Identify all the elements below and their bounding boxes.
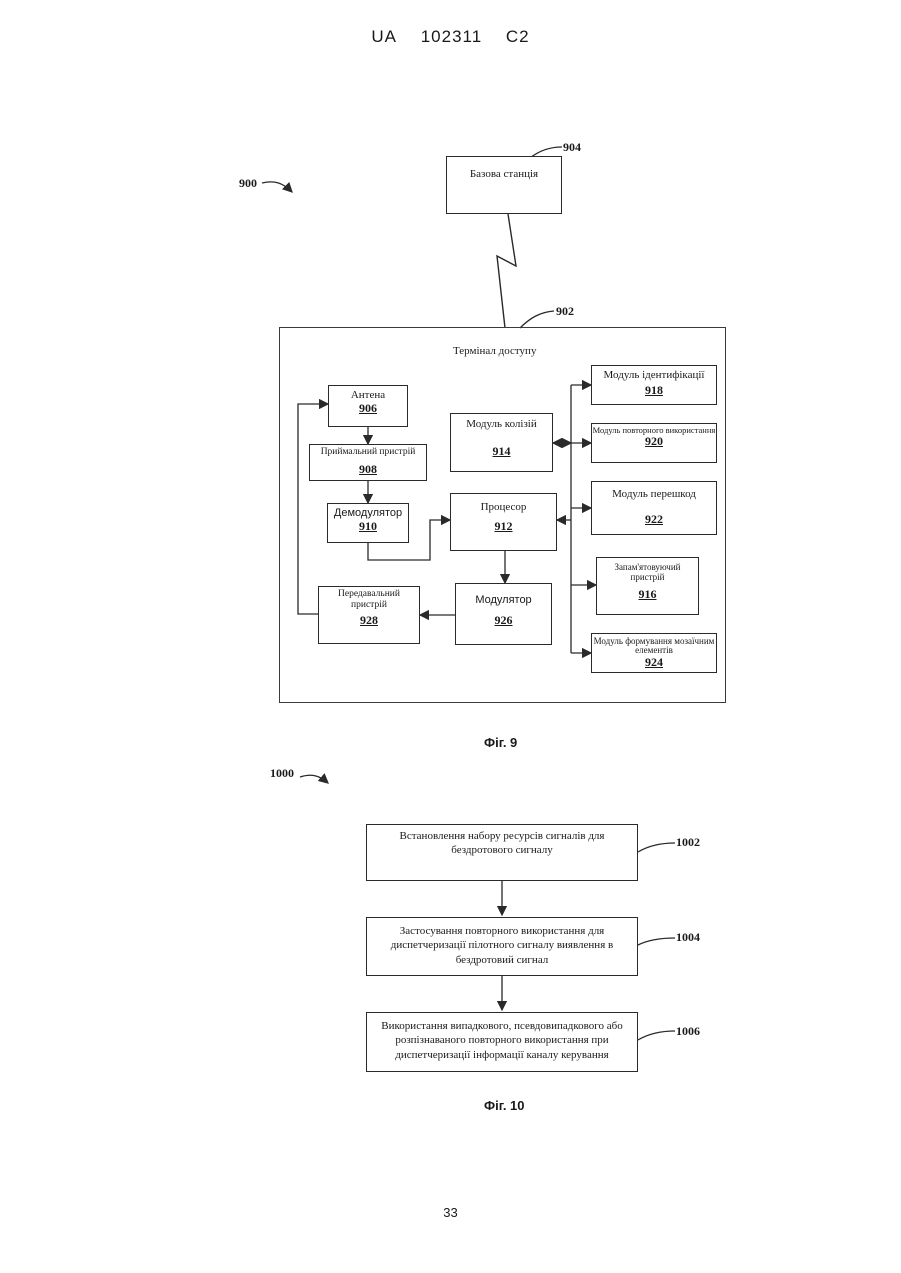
modulator-box: Модулятор 926 <box>455 583 552 645</box>
receiver-box: Приймальний пристрій 908 <box>309 444 427 481</box>
interference-module-label: Модуль перешкод <box>592 488 716 501</box>
memory-ref: 916 <box>597 588 698 601</box>
modulator-label: Модулятор <box>456 594 551 607</box>
antenna-ref: 906 <box>329 402 407 416</box>
ref-1004: 1004 <box>676 930 700 945</box>
page-number: 33 <box>0 1205 901 1220</box>
access-terminal-label: Термінал доступу <box>453 345 536 357</box>
demodulator-label: Демодулятор <box>328 507 408 520</box>
interference-module-box: Модуль перешкод 922 <box>591 481 717 535</box>
ref-1006: 1006 <box>676 1024 700 1039</box>
reuse-module-box: Модуль повторного використання 920 <box>591 423 717 463</box>
ref-1002-leader <box>638 843 675 852</box>
collision-module-ref: 914 <box>451 445 552 459</box>
ref-902: 902 <box>556 304 574 319</box>
transmitter-ref: 928 <box>319 614 419 628</box>
ref-1002: 1002 <box>676 835 700 850</box>
antenna-box: Антена 906 <box>328 385 408 427</box>
flow-step-1004: Застосування повторного використання для… <box>366 917 638 976</box>
receiver-ref: 908 <box>310 463 426 477</box>
flow-step-1002-text: Встановлення набору ресурсів сигналів дл… <box>400 830 605 856</box>
identification-module-label: Модуль ідентифікації <box>592 369 716 382</box>
flow-step-1002: Встановлення набору ресурсів сигналів дл… <box>366 824 638 881</box>
collision-module-box: Модуль колізій 914 <box>450 413 553 472</box>
processor-ref: 912 <box>451 520 556 534</box>
transmitter-label: Передавальний пристрій <box>319 589 419 611</box>
demodulator-box: Демодулятор 910 <box>327 503 409 543</box>
mosaic-module-ref: 924 <box>592 656 716 669</box>
identification-module-box: Модуль ідентифікації 918 <box>591 365 717 405</box>
processor-label: Процесор <box>451 501 556 514</box>
interference-module-ref: 922 <box>592 513 716 527</box>
mosaic-module-label: Модуль формування мозаїчним елементів <box>592 637 716 656</box>
mosaic-module-box: Модуль формування мозаїчним елементів 92… <box>591 633 717 673</box>
flow-step-1004-text: Застосування повторного використання для… <box>391 925 613 966</box>
antenna-label: Антена <box>329 389 407 402</box>
collision-module-label: Модуль колізій <box>451 418 552 431</box>
ref-1004-leader <box>638 938 675 945</box>
ref-902-leader <box>520 311 554 328</box>
memory-box: Запам'ятовуючий пристрій 916 <box>596 557 699 615</box>
modulator-ref: 926 <box>456 614 551 628</box>
flow-step-1006-text: Використання випадкового, псевдовипадков… <box>381 1020 622 1061</box>
demodulator-ref: 910 <box>328 520 408 534</box>
base-station-box: Базова станція <box>446 156 562 214</box>
base-station-label: Базова станція <box>447 168 561 181</box>
identification-module-ref: 918 <box>592 384 716 398</box>
transmitter-box: Передавальний пристрій 928 <box>318 586 420 644</box>
memory-label: Запам'ятовуючий пристрій <box>597 563 698 583</box>
ref-904: 904 <box>563 140 581 155</box>
ref-1006-leader <box>638 1031 675 1040</box>
processor-box: Процесор 912 <box>450 493 557 551</box>
receiver-label: Приймальний пристрій <box>310 447 426 458</box>
wireless-link <box>497 214 516 328</box>
ref-900: 900 <box>239 176 257 191</box>
fig10-caption: Фіг. 10 <box>484 1098 525 1113</box>
fig9-caption: Фіг. 9 <box>484 735 517 750</box>
reuse-module-ref: 920 <box>592 435 716 448</box>
ref-1000: 1000 <box>270 766 294 781</box>
ref-900-arrow <box>262 182 292 192</box>
flow-step-1006: Використання випадкового, псевдовипадков… <box>366 1012 638 1072</box>
ref-1000-arrow <box>300 775 328 783</box>
